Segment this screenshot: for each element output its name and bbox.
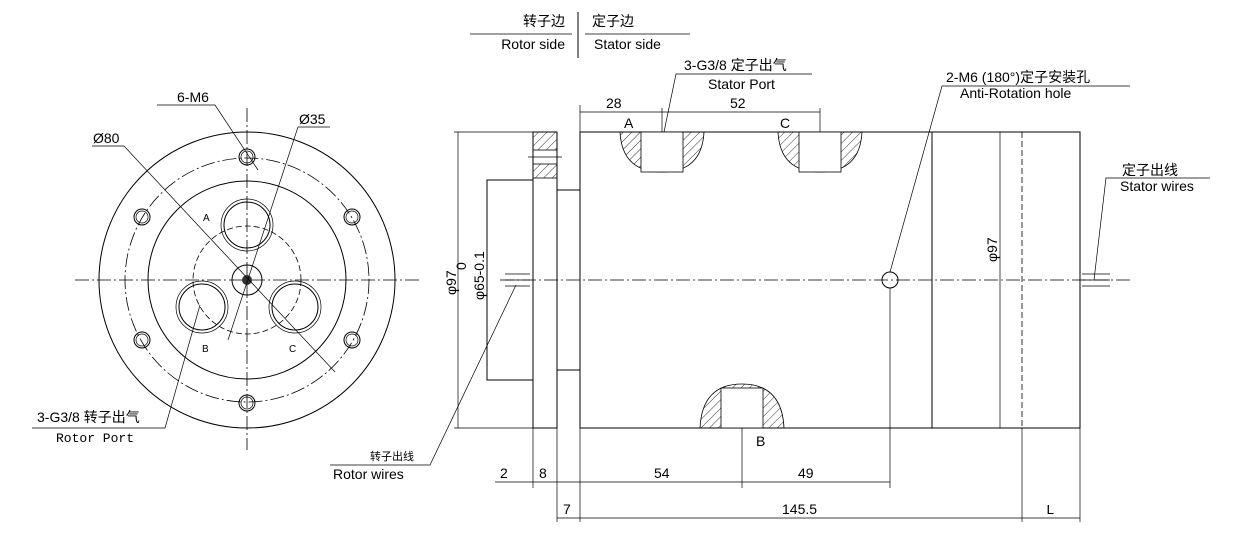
rotor-side-label: Rotor side: [501, 36, 565, 52]
bolt-label: 6-M6: [177, 89, 209, 105]
stator-wires-cn: 定子出线: [1122, 162, 1178, 178]
dia65: φ65-0.1: [471, 251, 487, 300]
rotor-port-cn: 3-G3/8 转子出气: [37, 409, 140, 425]
bolt-holes: [133, 148, 361, 412]
dim-L: L: [1046, 503, 1054, 519]
anti-rotation-label: Anti-Rotation hole: [960, 85, 1072, 101]
front-port-b: B: [202, 344, 209, 355]
stator-side-cn: 定子边: [592, 13, 634, 29]
dia97-left: φ97: [443, 270, 459, 295]
dia65-tol: 0: [453, 262, 469, 270]
dim-52: 52: [730, 95, 746, 111]
outer-dia-label: Ø80: [93, 130, 120, 146]
side-header: 转子边 Rotor side 定子边 Stator side: [470, 12, 690, 58]
stator-wires-label: Stator wires: [1120, 178, 1194, 194]
rotor-side-cn: 转子边: [523, 13, 565, 29]
front-port-a: A: [203, 213, 210, 224]
side-port-b: B: [756, 433, 765, 449]
front-port-c: C: [289, 344, 296, 355]
side-port-c: C: [780, 115, 790, 131]
front-view: A B C 6-M6 Ø80 Ø35 3-G3/8 转子出气 Rotor Por…: [32, 89, 420, 450]
rotor-port-label: Rotor Port: [56, 431, 134, 446]
side-port-a: A: [624, 115, 634, 131]
dim-2: 2: [500, 465, 508, 481]
port-holes: [175, 198, 322, 334]
rotor-wires-label: Rotor wires: [333, 466, 404, 482]
anti-rotation-cn: 2-M6 (180°)定子安装孔: [946, 69, 1090, 85]
dim-49: 49: [798, 465, 814, 481]
dia97-right: φ97: [984, 237, 1000, 262]
inner-dia-label: Ø35: [299, 111, 326, 127]
side-view: A C B φ97 0 φ65-0.1 φ97 28 52 2 8 54 49 …: [330, 57, 1210, 522]
dim-145: 145.5: [782, 501, 817, 517]
dim-54: 54: [654, 465, 670, 481]
dim-7: 7: [563, 501, 571, 517]
stator-side-label: Stator side: [594, 36, 661, 52]
stator-port-label: Stator Port: [708, 76, 775, 92]
stator-port-cn: 3-G3/8 定子出气: [684, 57, 787, 73]
dim-28: 28: [606, 95, 622, 111]
dim-8: 8: [539, 465, 547, 481]
rotor-wires-cn: 转子出线: [370, 449, 414, 463]
